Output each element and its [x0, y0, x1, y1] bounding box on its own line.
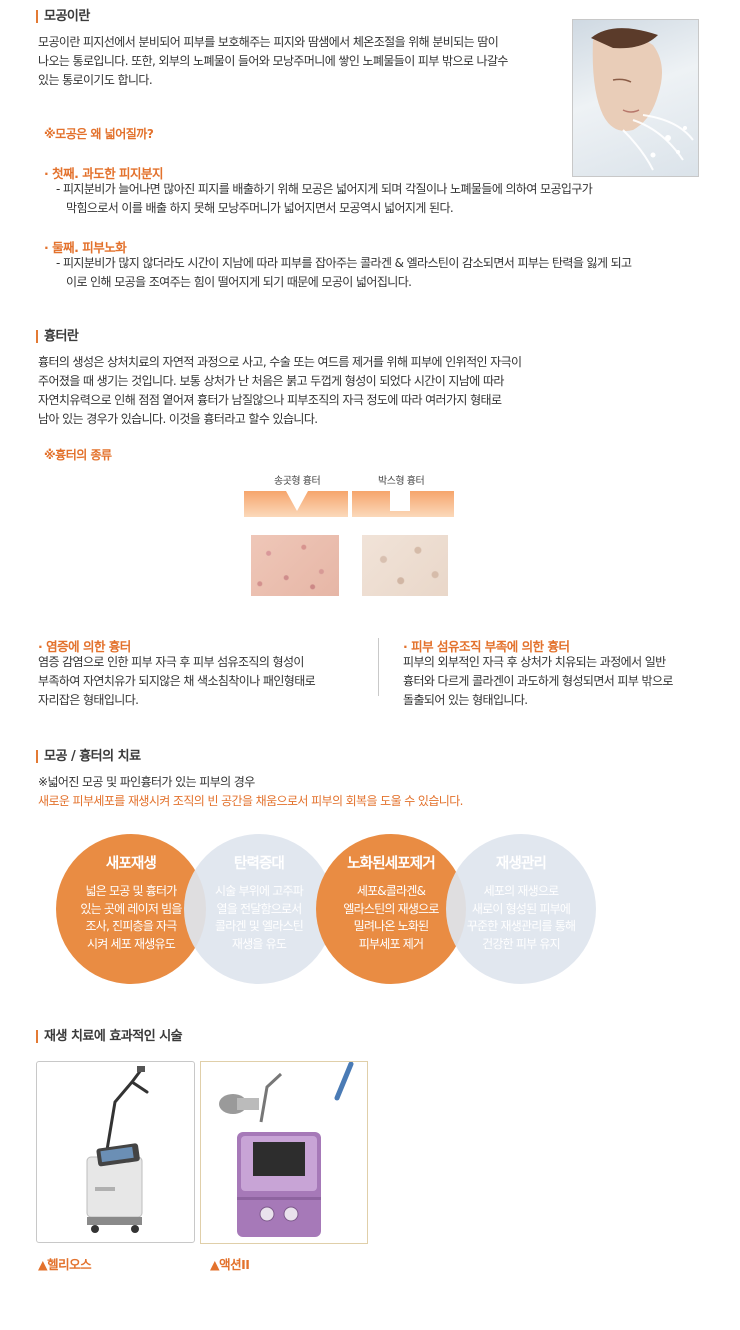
section-title-scar: 흉터란 — [36, 330, 79, 343]
treatment-step-1: 새포재생 넓은 모공 및 흉터가 있는 곳에 레이저 빔을 조사, 진피층을 자… — [56, 834, 206, 984]
step-title: 재생관리 — [495, 856, 547, 872]
section-title-pores: 모공이란 — [36, 10, 90, 23]
scar-kind-line: 돌출되어 있는 형태입니다. — [403, 693, 528, 707]
scar-type-label-icepick: 송곳형 흉터 — [274, 476, 321, 487]
step-line: 새로이 형성된 피부에 — [471, 901, 571, 916]
helios-device-illustration — [86, 1066, 149, 1233]
reason-text-2: - 피지분비가 많지 않더라도 시간이 지남에 따라 피부를 잡아주는 콜라겐 … — [56, 254, 736, 292]
icepick-scar-photo — [251, 535, 339, 596]
step-title: 새포재생 — [105, 856, 157, 872]
scar-desc-line: 남아 있는 경우가 있습니다. 이것을 흉터라고 할수 있습니다. — [38, 412, 318, 426]
scar-kind-line: 피부의 외부적인 자극 후 상처가 치유되는 과정에서 일반 — [403, 655, 666, 669]
pores-desc-line: 나오는 통로입니다. 또한, 외부의 노폐물이 들어와 모낭주머니에 쌓인 노폐… — [38, 54, 508, 68]
step-line: 넓은 모공 및 흉터가 — [85, 884, 178, 898]
step-line: 콜라겐 및 엘라스틴 — [215, 919, 304, 933]
section-title-treatment: 모공 / 흉터의 치료 — [36, 750, 141, 763]
step-line: 밀려나온 노화된 — [353, 919, 430, 933]
scar-kind-line: 부족하여 자연치유가 되지않은 채 색소침착이나 패인형태로 — [38, 674, 316, 688]
helios-device-photo — [36, 1061, 195, 1243]
pores-desc-line: 모공이란 피지선에서 분비되어 피부를 보호해주는 피지와 땀샘에서 체온조절을… — [38, 35, 499, 49]
scar-description: 흉터의 생성은 상처치료의 자연적 과정으로 사고, 수술 또는 여드름 제거를… — [38, 353, 638, 429]
scar-desc-line: 자연치유력으로 인해 점점 옅어져 흉터가 남질않으나 피부조직의 자극 정도에… — [38, 393, 502, 407]
icepick-scar-shape — [244, 491, 348, 517]
pores-why-heading: ※모공은 왜 넓어질까? — [44, 127, 154, 141]
step-line: 있는 곳에 레이저 빔을 — [80, 901, 182, 916]
step-title: 노화된세포제거 — [347, 856, 436, 872]
action-ii-device-illustration — [219, 1062, 354, 1237]
helios-caption: ▲헬리오스 — [38, 1257, 92, 1272]
step-line: 세포&콜라겐& — [356, 884, 426, 898]
scar-desc-line: 흉터의 생성은 상처치료의 자연적 과정으로 사고, 수술 또는 여드름 제거를… — [38, 355, 522, 369]
reason-line: - 피지분비가 많지 않더라도 시간이 지남에 따라 피부를 잡아주는 콜라겐 … — [56, 256, 632, 270]
reason-title-1: · 첫째. 과도한 피지분지 — [44, 166, 164, 181]
pores-description: 모공이란 피지선에서 분비되어 피부를 보호해주는 피지와 땀샘에서 체온조절을… — [38, 33, 568, 90]
step-line: 조사, 진피층을 자극 — [85, 919, 178, 933]
reason-line: - 피지분비가 늘어나면 많아진 피지를 배출하기 위해 모공은 넓어지게 되며… — [56, 182, 593, 196]
scar-type-label-boxcar: 박스형 흉터 — [378, 476, 425, 487]
scar-kind-title-1: · 염증에 의한 흉터 — [38, 639, 131, 654]
action-ii-device-photo — [200, 1061, 368, 1244]
boxcar-scar-photo — [362, 535, 448, 596]
reason-line: 이로 인해 모공을 조여주는 힘이 떨어지게 되기 때문에 모공이 넓어집니다. — [66, 275, 412, 289]
scar-desc-line: 주어졌을 때 생기는 것입니다. 보통 상처가 난 처음은 붉고 두껍게 형성이… — [38, 374, 504, 388]
face-splash-photo — [572, 19, 699, 177]
treatment-highlight: 새로운 피부세포를 재생시켜 조직의 빈 공간을 채움으로서 피부의 회복을 도… — [38, 794, 463, 808]
step-line: 재생을 유도 — [231, 936, 287, 951]
step-line: 피부세포 제거 — [358, 936, 424, 951]
scar-kind-line: 흉터와 다르게 콜라겐이 과도하게 형성되면서 피부 밖으로 — [403, 674, 673, 688]
treatment-step-4: 재생관리 세포의 재생으로 새로이 형성된 피부에 꾸준한 재생관리를 통해 건… — [446, 834, 596, 984]
step-desc: 넓은 모공 및 흉터가 있는 곳에 레이저 빔을 조사, 진피층을 자극 시켜 … — [56, 883, 206, 953]
step-line: 시켜 세포 재생유도 — [87, 936, 176, 951]
column-divider — [378, 638, 379, 696]
treatment-step-2: 탄력증대 시술 부위에 고주파 열을 전달함으로서 콜라겐 및 엘라스틴 재생을… — [184, 834, 334, 984]
boxcar-scar-shape — [352, 491, 454, 517]
treatment-step-3: 노화된세포제거 세포&콜라겐& 엘라스틴의 재생으로 밀려나온 노화된 피부세포… — [316, 834, 466, 984]
pores-desc-line: 있는 통로이기도 합니다. — [38, 73, 153, 87]
treatment-note: ※넓어진 모공 및 파인흉터가 있는 피부의 경우 — [38, 775, 255, 789]
step-desc: 세포의 재생으로 새로이 형성된 피부에 꾸준한 재생관리를 통해 건강한 피부… — [446, 883, 596, 953]
step-title: 탄력증대 — [233, 856, 285, 872]
scar-kind-line: 자리잡은 형태입니다. — [38, 693, 139, 707]
step-line: 세포의 재생으로 — [483, 884, 560, 898]
scar-shape-diagram — [244, 491, 454, 517]
step-line: 열을 전달함으로서 — [216, 901, 303, 916]
section-title-devices: 재생 치료에 효과적인 시술 — [36, 1030, 183, 1043]
step-line: 엘라스틴의 재생으로 — [343, 901, 439, 916]
scar-kind-title-2: · 피부 섬유조직 부족에 의한 흉터 — [403, 639, 570, 654]
step-desc: 시술 부위에 고주파 열을 전달함으로서 콜라겐 및 엘라스틴 재생을 유도 — [184, 883, 334, 953]
scar-kind-text-1: 염증 감염으로 인한 피부 자극 후 피부 섬유조직의 형성이 부족하여 자연치… — [38, 653, 368, 710]
face-splash-illustration — [591, 28, 694, 171]
reason-title-2: · 둘째. 피부노화 — [44, 240, 127, 255]
reason-text-1: - 피지분비가 늘어나면 많아진 피지를 배출하기 위해 모공은 넓어지게 되며… — [56, 180, 726, 218]
scar-types-heading: ※흉터의 종류 — [44, 448, 112, 462]
step-desc: 세포&콜라겐& 엘라스틴의 재생으로 밀려나온 노화된 피부세포 제거 — [316, 883, 466, 953]
action-ii-caption: ▲액션II — [210, 1257, 250, 1272]
scar-kind-line: 염증 감염으로 인한 피부 자극 후 피부 섬유조직의 형성이 — [38, 655, 304, 669]
scar-kind-text-2: 피부의 외부적인 자극 후 상처가 치유되는 과정에서 일반 흉터와 다르게 콜… — [403, 653, 733, 710]
step-line: 시술 부위에 고주파 — [215, 884, 304, 898]
step-line: 꾸준한 재생관리를 통해 — [466, 919, 576, 933]
reason-line: 막힘으로서 이를 배출 하지 못해 모낭주머니가 넓어지면서 모공역시 넓어지게… — [66, 201, 454, 215]
step-line: 건강한 피부 유지 — [482, 936, 561, 951]
